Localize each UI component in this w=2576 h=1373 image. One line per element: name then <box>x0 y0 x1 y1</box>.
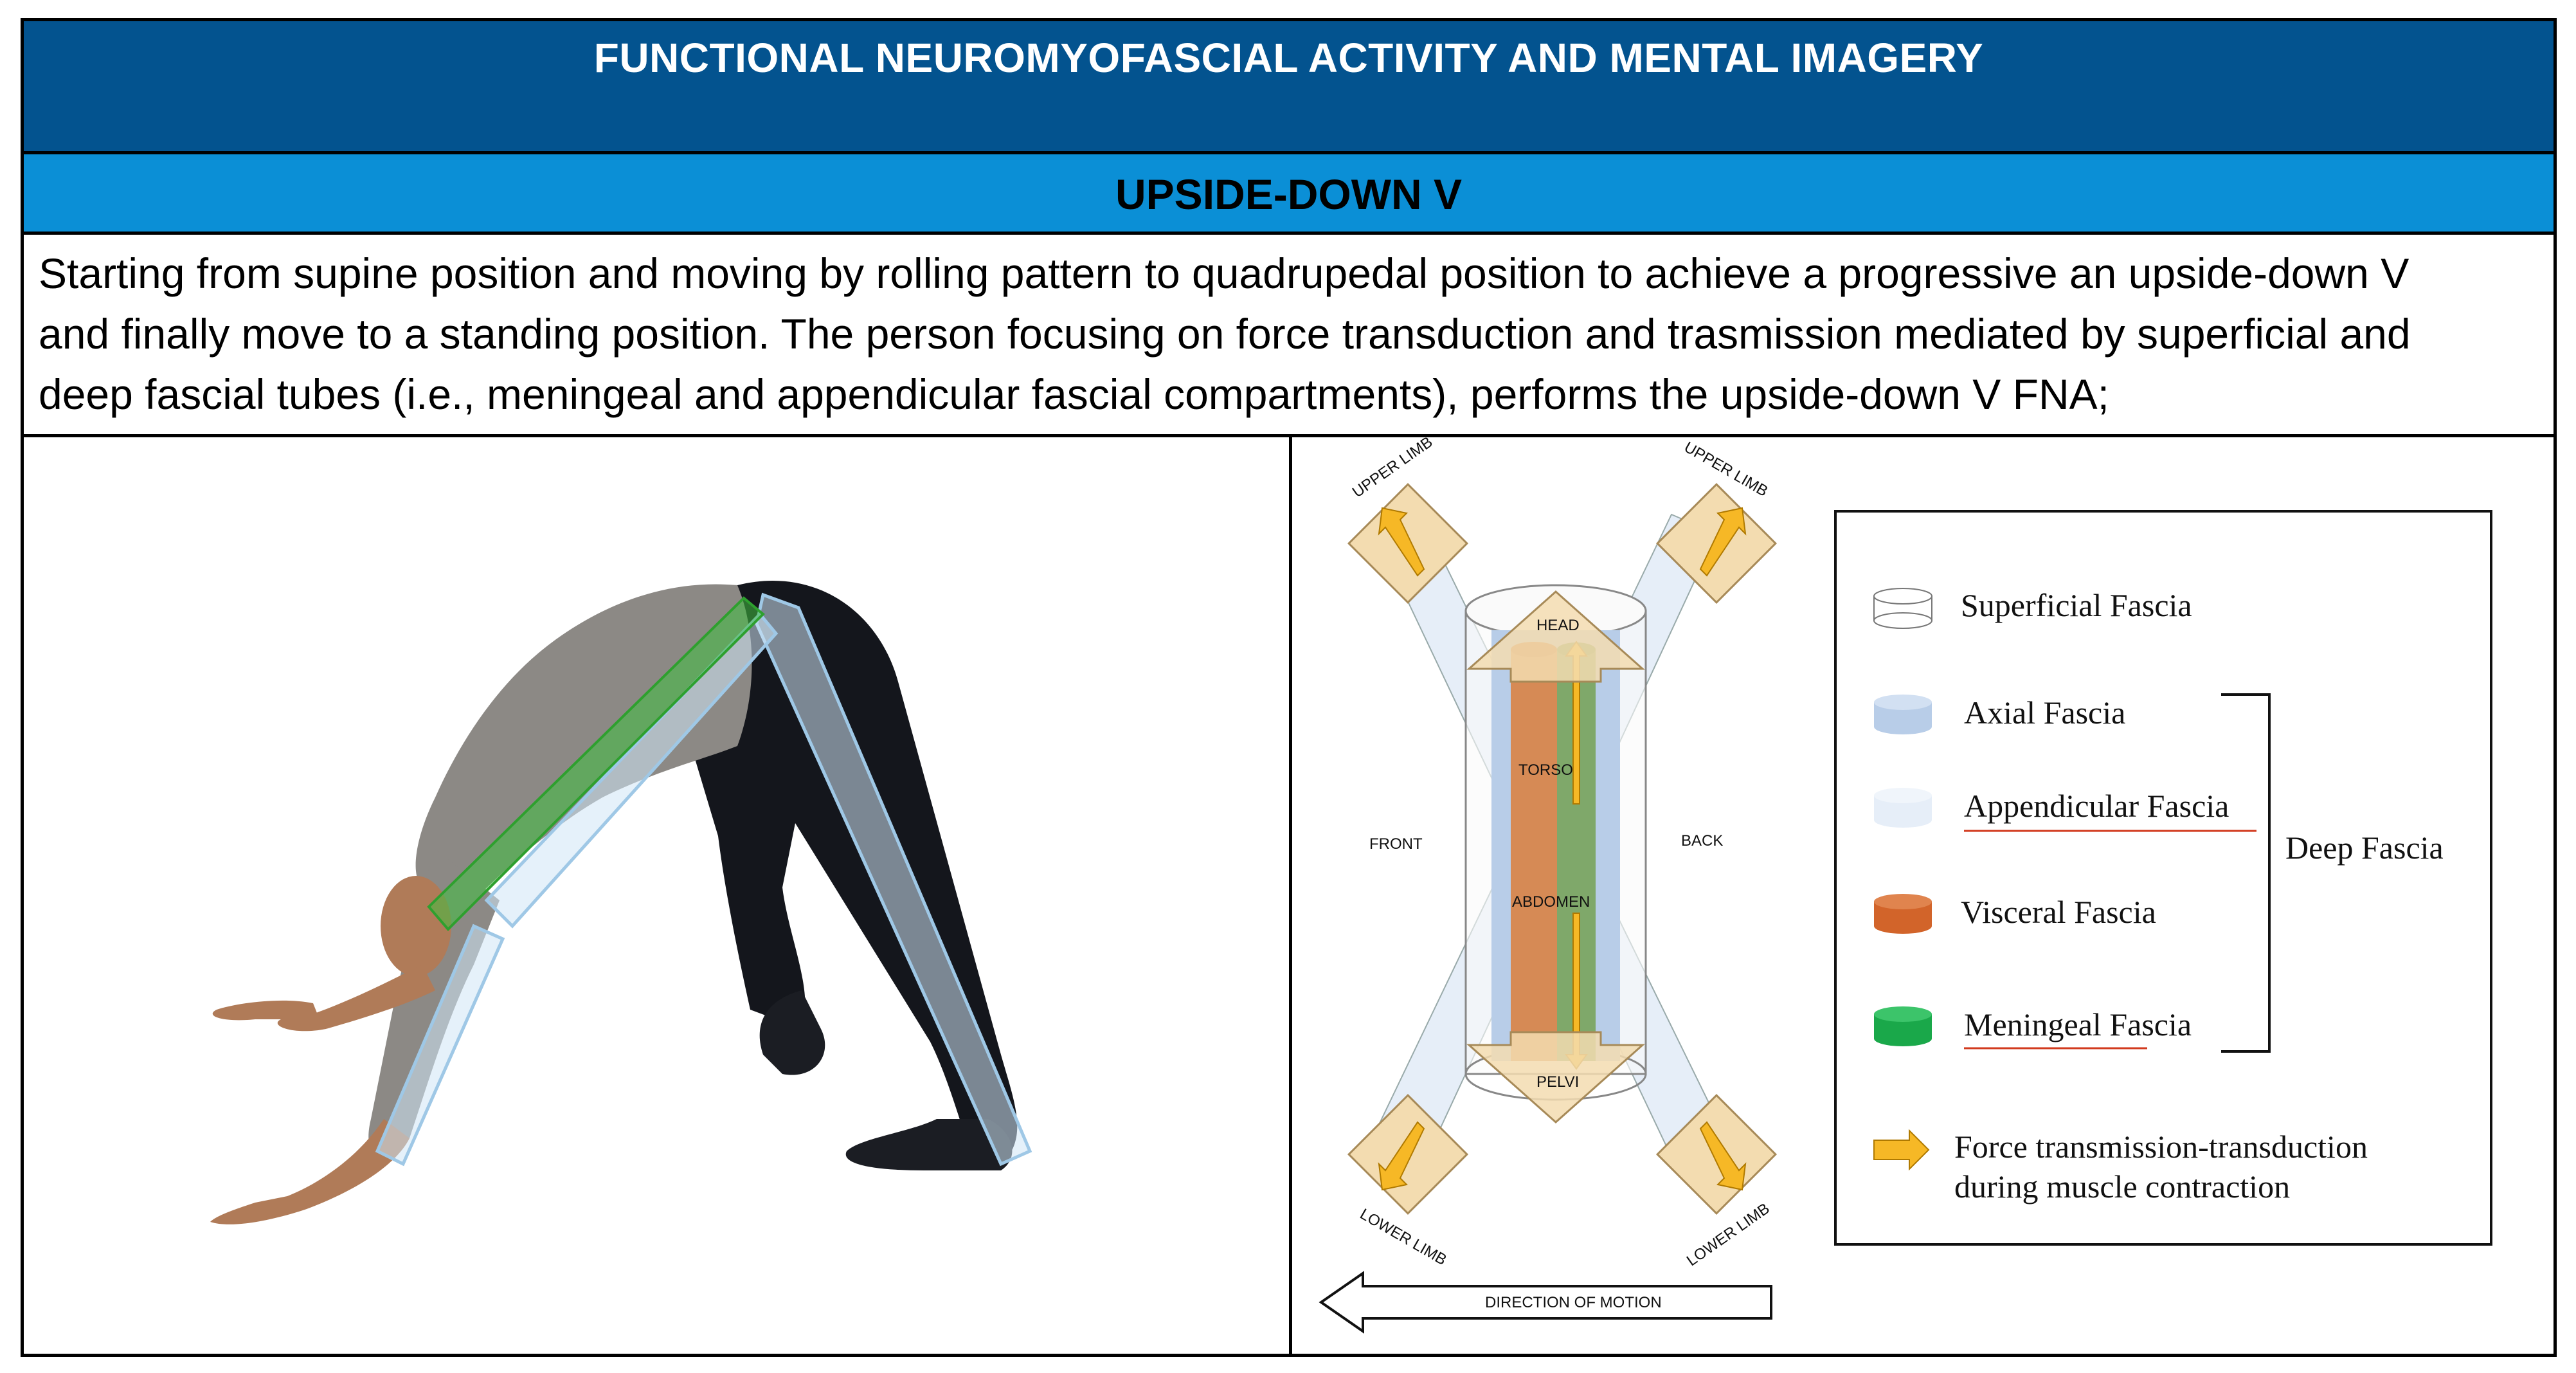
subtitle-banner: UPSIDE-DOWN V <box>21 154 2557 235</box>
arrow-ur <box>1699 507 1747 577</box>
head-arrow <box>1466 590 1645 683</box>
divider-vertical <box>1289 434 1292 1357</box>
legend-arrow-label-2: during muscle contraction <box>1954 1168 2290 1205</box>
exercise-title: UPSIDE-DOWN V <box>1115 170 1463 218</box>
legend-label-superficial: Superficial Fascia <box>1961 587 2192 623</box>
main-title: FUNCTIONAL NEUROMYOFASCIAL ACTIVITY AND … <box>593 35 1984 81</box>
legend-group-label: Deep Fascia <box>2285 830 2444 866</box>
legend-swatch-meningeal <box>1874 1006 1932 1046</box>
shirt <box>415 584 752 900</box>
legend-swatch-appendicular <box>1874 788 1932 828</box>
foot-left <box>759 990 825 1075</box>
meningeal-fascia-bar <box>427 596 765 931</box>
legend-swatch-axial <box>1874 695 1932 734</box>
description: Starting from supine position and moving… <box>39 243 2546 424</box>
label-upper-limb-right: UPPER LIMB <box>1681 439 1770 500</box>
trousers <box>680 581 1018 1164</box>
fascia-diagram: UPPER LIMB UPPER LIMB LOWER LIMB LOWER L… <box>1319 437 2492 1334</box>
arrow-lr <box>1699 1121 1747 1191</box>
label-torso: TORSO <box>1518 761 1573 779</box>
direction-arrow <box>1319 1271 1772 1334</box>
arm <box>368 849 500 1159</box>
visceral-fascia <box>1511 650 1557 1061</box>
deep-fascia-bracket <box>2221 693 2271 1053</box>
label-pelvi: PELVI <box>1536 1073 1579 1091</box>
description-line: Starting from supine position and moving… <box>39 250 2409 297</box>
legend-swatch-superficial <box>1873 588 1932 629</box>
tan-arrows <box>1466 590 1645 1124</box>
forearm-2 <box>210 1119 410 1224</box>
direction-label: DIRECTION OF MOTION <box>1485 1294 1662 1311</box>
description-line: and finally move to a standing position.… <box>39 310 2411 358</box>
fascia-bar-arm <box>375 923 505 1167</box>
label-back: BACK <box>1681 832 1723 850</box>
legend-label-meningeal: Meningeal Fascia <box>1964 1006 2192 1042</box>
hand-1 <box>212 1000 320 1021</box>
arrow-ll <box>1378 1121 1425 1191</box>
label-abdomen: ABDOMEN <box>1512 893 1590 911</box>
head <box>381 876 451 976</box>
label-lower-limb-right: LOWER LIMB <box>1684 1200 1773 1270</box>
legend-label-appendicular: Appendicular Fascia <box>1964 788 2229 824</box>
legend-label-axial: Axial Fascia <box>1964 695 2125 731</box>
label-lower-limb-left: LOWER LIMB <box>1357 1205 1450 1269</box>
limb-yellow-arrows <box>1378 507 1747 1191</box>
foot-right <box>845 1119 1013 1170</box>
description-line: deep fascial tubes (i.e., meningeal and … <box>39 370 2109 418</box>
arrow-ul <box>1378 507 1425 577</box>
divider-horizontal <box>21 434 2557 437</box>
legend-box <box>1834 510 2492 1246</box>
figure-frame <box>21 18 2557 1357</box>
pelvi-arrow <box>1466 1031 1645 1124</box>
label-front: FRONT <box>1369 835 1423 853</box>
pose-photo <box>210 581 1032 1224</box>
label-head: HEAD <box>1536 617 1580 634</box>
legend-arrow-label-1: Force transmission-transduction <box>1954 1129 2368 1165</box>
legend-label-visceral: Visceral Fascia <box>1961 894 2156 930</box>
axial-fascia-overlay <box>375 592 1032 1167</box>
legend-arrow-icon <box>1873 1129 1930 1171</box>
legend-swatch-visceral <box>1874 894 1932 934</box>
label-upper-limb-left: UPPER LIMB <box>1349 437 1436 501</box>
title-banner: FUNCTIONAL NEUROMYOFASCIAL ACTIVITY AND … <box>21 18 2557 154</box>
